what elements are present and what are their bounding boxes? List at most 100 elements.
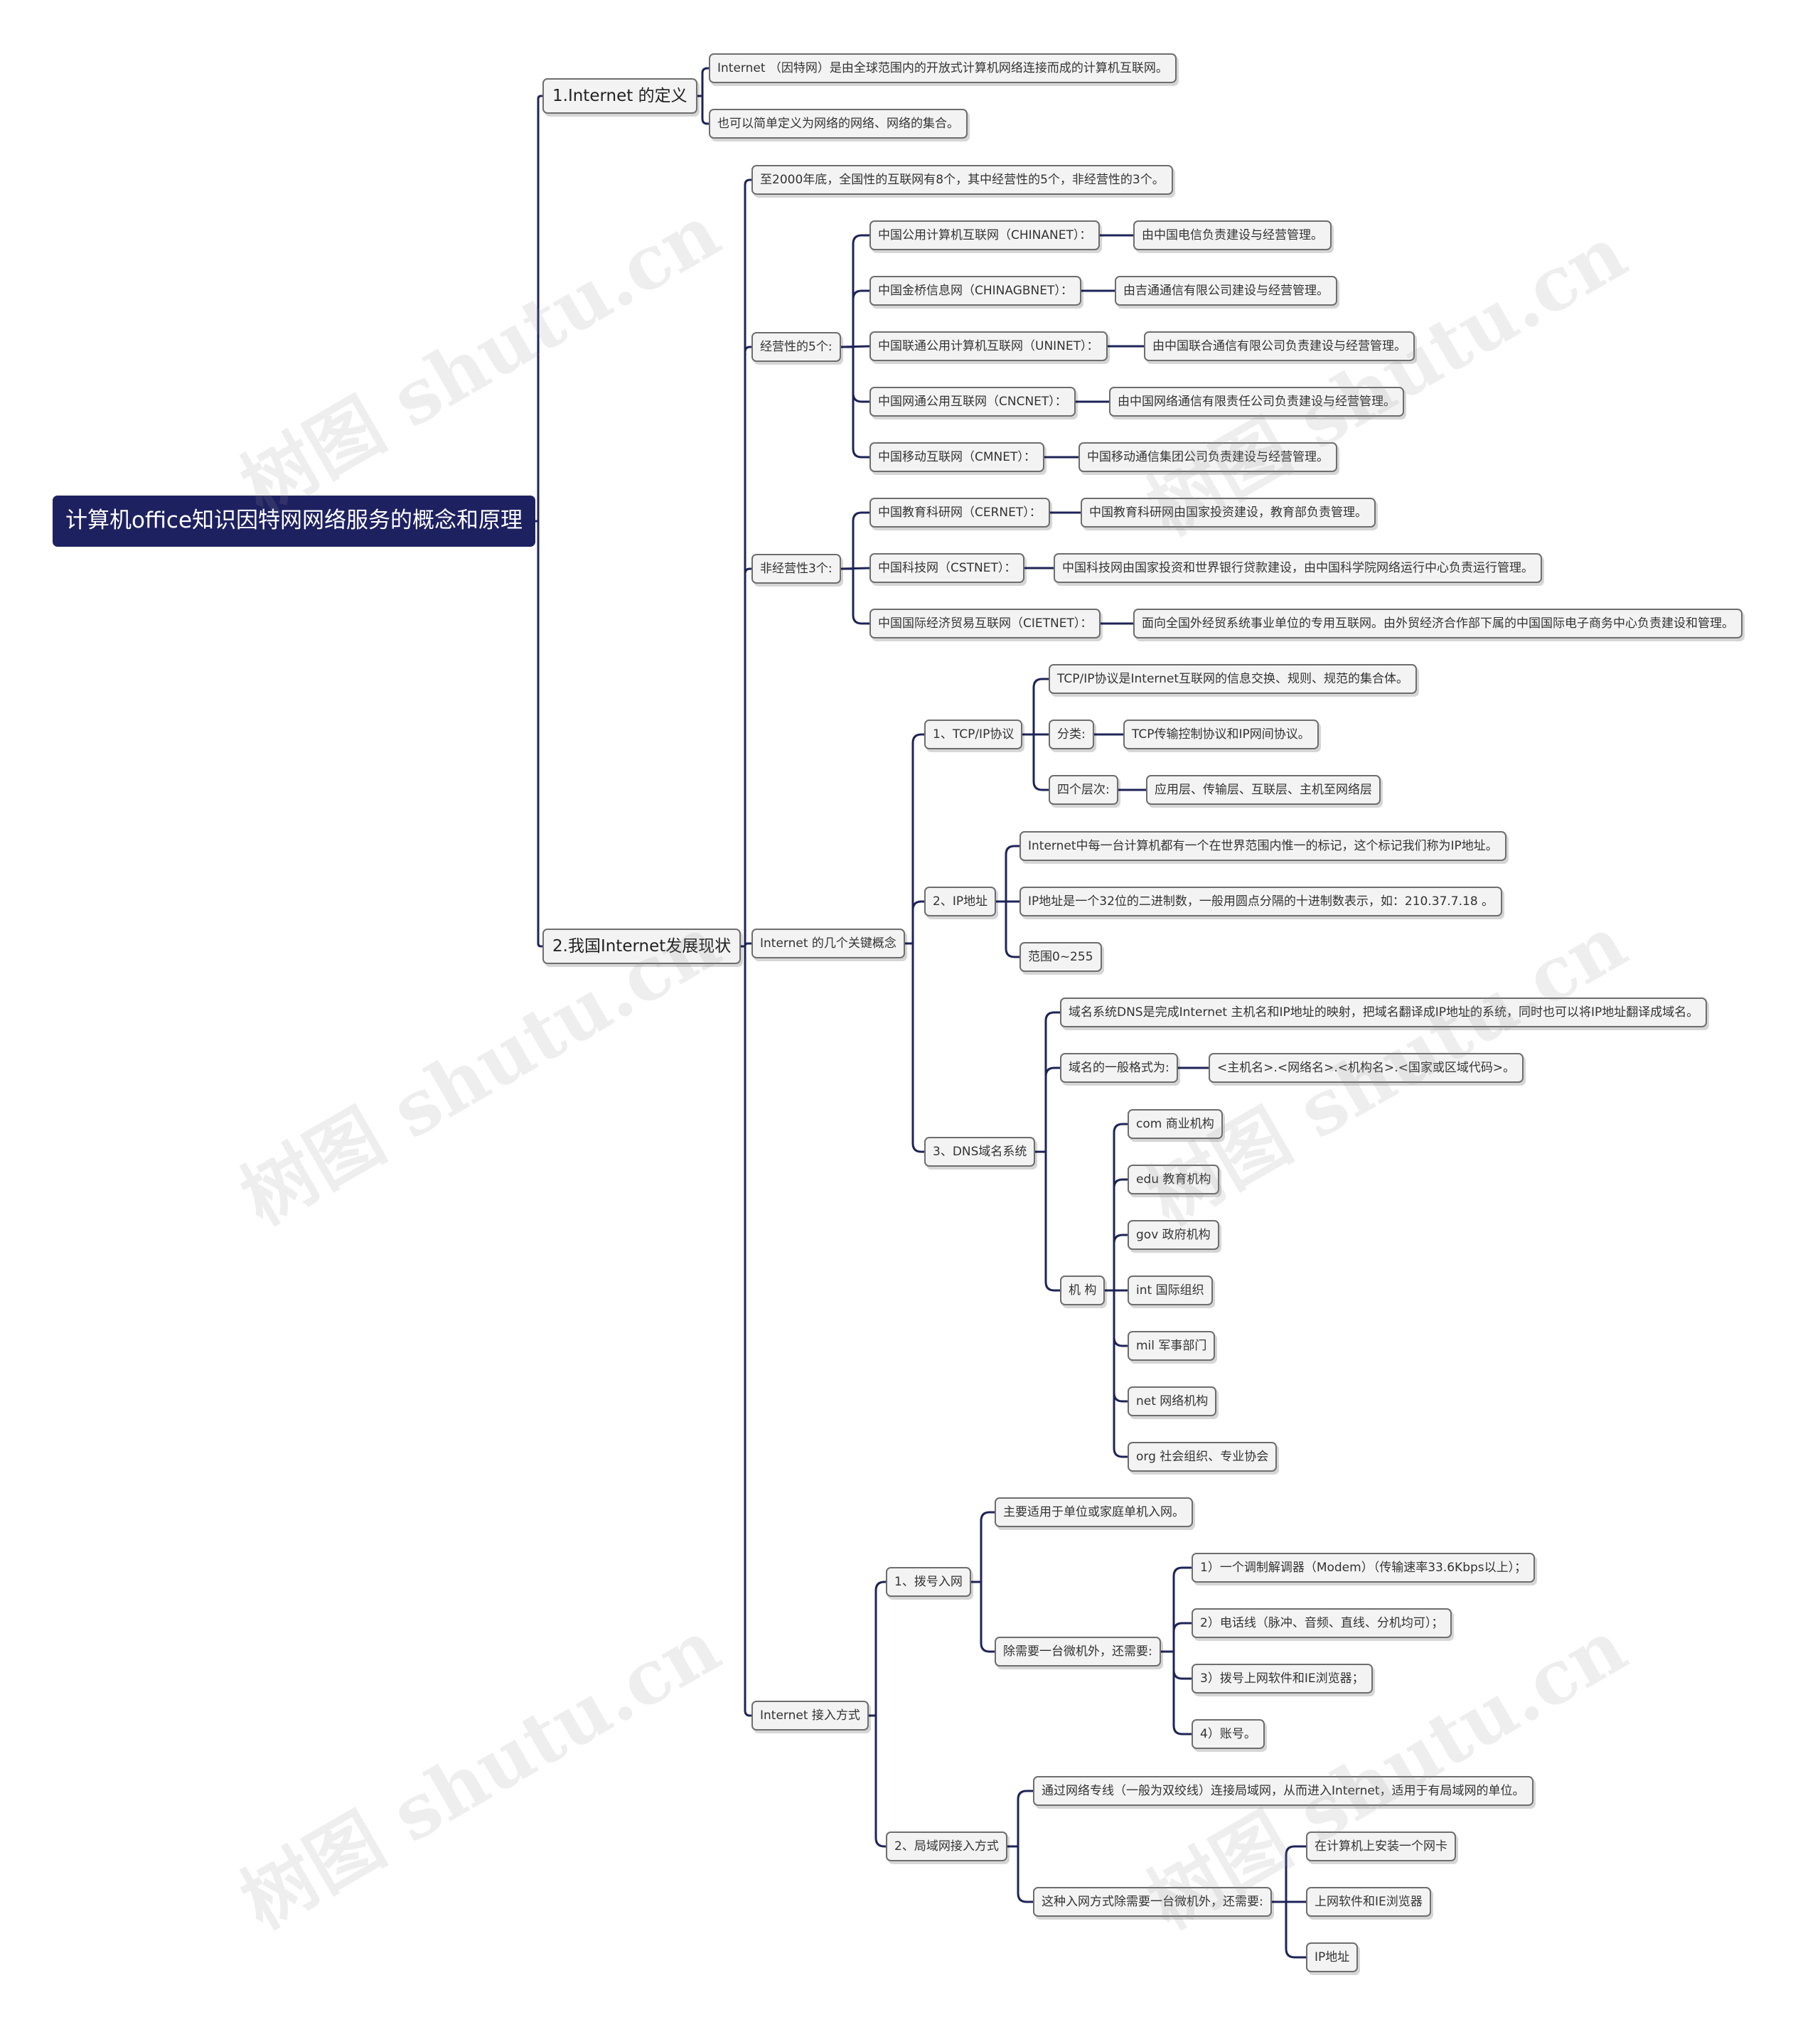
connector-line <box>741 945 751 1717</box>
connector-line <box>905 942 924 1153</box>
topic-node-tcp-ip[interactable]: TCP传输控制协议和IP网间协议。 <box>1123 720 1319 749</box>
topic-node-2-internet[interactable]: 2.我国Internet发展现状 <box>542 929 742 964</box>
connector-line <box>996 900 1019 958</box>
connector-line <box>841 567 869 625</box>
topic-node[interactable]: 主要适用于单位或家庭单机入网。 <box>995 1497 1193 1527</box>
connector-line <box>1161 1566 1192 1653</box>
connector-line <box>1161 1650 1192 1735</box>
topic-node-gov[interactable]: gov 政府机构 <box>1128 1220 1219 1250</box>
topic-node-mil[interactable]: mil 军事部门 <box>1128 1331 1216 1361</box>
topic-node-chinanet[interactable]: 中国公用计算机互联网（CHINANET）： <box>869 220 1101 250</box>
connector-line <box>1105 1178 1128 1292</box>
root-topic[interactable]: 计算机office知识因特网网络服务的概念和原理 <box>53 496 536 547</box>
watermark: 树图 shutu.cn <box>226 187 734 531</box>
topic-node-net[interactable]: net 网络机构 <box>1128 1386 1217 1416</box>
connector-line <box>741 178 751 948</box>
connector-line <box>1022 678 1049 736</box>
topic-node-0-255[interactable]: 范围0~255 <box>1019 942 1102 972</box>
topic-node-org[interactable]: org 社会组织、专业协会 <box>1128 1442 1278 1472</box>
connector-line <box>1035 1150 1060 1292</box>
topic-node-2000-8-5-3[interactable]: 至2000年底，全国性的互联网有8个，其中经营性的5个，非经营性的3个。 <box>751 165 1173 195</box>
topic-node-2[interactable]: 2）电话线（脉冲、音频、直线、分机均可）； <box>1192 1608 1452 1638</box>
topic-node-tcp-ip-internet[interactable]: TCP/IP协议是Internet互联网的信息交换、规则、规范的集合体。 <box>1049 664 1418 694</box>
connector-line <box>841 346 869 403</box>
topic-node-4[interactable]: 4）账号。 <box>1192 1719 1265 1749</box>
topic-node-internet[interactable]: Internet 的几个关键概念 <box>751 929 905 958</box>
topic-node-1-modem-33-6kbps[interactable]: 1）一个调制解调器（Modem）（传输速率33.6Kbps以上）； <box>1192 1553 1536 1583</box>
topic-node[interactable]: 由中国联合通信有限公司负责建设与经营管理。 <box>1144 331 1415 361</box>
topic-node-3-dns[interactable]: 3、DNS域名系统 <box>924 1137 1036 1167</box>
connector-line <box>905 733 924 945</box>
topic-node[interactable]: 分类: <box>1049 720 1094 749</box>
connector-line <box>741 942 751 948</box>
topic-node[interactable]: 在计算机上安装一个网卡 <box>1306 1831 1456 1861</box>
topic-node-dns-internet-ip-ip-ip[interactable]: 域名系统DNS是完成Internet 主机名和IP地址的映射，把域名翻译成IP地… <box>1060 998 1708 1027</box>
topic-node-internet[interactable]: Internet 接入方式 <box>751 1701 869 1731</box>
connector-line <box>1272 1900 1306 1959</box>
topic-node-internet[interactable]: Internet （因特网）是由全球范围内的开放式计算机网络连接而成的计算机互联… <box>709 53 1177 83</box>
connector-line <box>1105 1289 1128 1403</box>
connector-line <box>905 900 924 945</box>
connector-line <box>1035 1011 1060 1153</box>
topic-node[interactable]: 由中国电信负责建设与经营管理。 <box>1133 220 1332 250</box>
topic-node-2[interactable]: 2、局域网接入方式 <box>886 1831 1007 1861</box>
connector-line <box>996 845 1019 903</box>
topic-node-cernet[interactable]: 中国教育科研网（CERNET）： <box>869 498 1050 528</box>
connector-line <box>841 289 869 348</box>
topic-node-uninet[interactable]: 中国联通公用计算机互联网（UNINET）： <box>869 331 1108 361</box>
watermark: 树图 shutu.cn <box>226 898 734 1242</box>
connector-line <box>697 95 709 125</box>
connector-line <box>971 1581 995 1653</box>
topic-node-cncnet[interactable]: 中国网通公用互联网（CNCNET）： <box>869 387 1076 417</box>
topic-node-ie[interactable]: 上网软件和IE浏览器 <box>1306 1887 1431 1917</box>
topic-node-1-tcp-ip[interactable]: 1、TCP/IP协议 <box>924 720 1023 749</box>
connector-line <box>869 1581 886 1717</box>
connector-line <box>840 567 870 570</box>
connector-line <box>741 567 751 948</box>
topic-node-3-ie[interactable]: 3）拨号上网软件和IE浏览器； <box>1192 1664 1373 1694</box>
topic-node[interactable]: 中国教育科研网由国家投资建设，教育部负责管理。 <box>1081 498 1376 528</box>
topic-node-2-ip[interactable]: 2、IP地址 <box>924 887 997 916</box>
topic-node[interactable]: 由吉通通信有限公司建设与经营管理。 <box>1115 276 1337 306</box>
topic-node[interactable]: 除需要一台微机外，还需要: <box>995 1637 1161 1667</box>
connector-line <box>1161 1650 1192 1680</box>
topic-node[interactable]: 面向全国外经贸系统事业单位的专用互联网。由外贸经济合作部下属的中国国际电子商务中… <box>1133 609 1743 638</box>
topic-node-internet-ip[interactable]: Internet中每一台计算机都有一个在世界范围内惟一的标记，这个标记我们称为I… <box>1019 831 1506 861</box>
topic-node-1[interactable]: 1、拨号入网 <box>886 1567 971 1597</box>
topic-node[interactable]: <主机名>.<网络名>.<机构名>.<国家或区域代码>。 <box>1209 1053 1524 1083</box>
connector-line <box>1022 733 1049 791</box>
topic-node-cietnet[interactable]: 中国国际经济贸易互联网（CIETNET）： <box>869 609 1101 638</box>
topic-node[interactable]: 这种入网方式除需要一台微机外，还需要: <box>1033 1887 1272 1917</box>
connector-line <box>1105 1289 1128 1458</box>
topic-node-5[interactable]: 经营性的5个: <box>751 332 841 362</box>
connector-line <box>841 511 869 570</box>
topic-node-3[interactable]: 非经营性3个: <box>751 554 841 584</box>
topic-node[interactable]: 由中国网络通信有限责任公司负责建设与经营管理。 <box>1109 387 1404 417</box>
topic-node[interactable]: 应用层、传输层、互联层、主机至网络层 <box>1146 775 1381 805</box>
topic-node-internet[interactable]: 通过网络专线（一般为双绞线）连接局域网，从而进入Internet，适用于有局域网… <box>1033 1776 1533 1806</box>
connector-line <box>1105 1289 1128 1347</box>
connector-line <box>841 346 869 459</box>
topic-node[interactable]: 也可以简单定义为网络的网络、网络的集合。 <box>709 109 968 139</box>
connector-line <box>697 67 709 97</box>
topic-node-chinagbnet[interactable]: 中国金桥信息网（CHINAGBNET）： <box>869 276 1081 306</box>
topic-node[interactable]: 中国移动通信集团公司负责建设与经营管理。 <box>1078 442 1337 472</box>
topic-node-cstnet[interactable]: 中国科技网（CSTNET）： <box>869 553 1025 583</box>
topic-node[interactable]: 机 构 <box>1060 1275 1106 1305</box>
topic-node[interactable]: 中国科技网由国家投资和世界银行贷款建设，由中国科学院网络运行中心负责运行管理。 <box>1054 553 1542 583</box>
topic-node-cmnet[interactable]: 中国移动互联网（CMNET）： <box>869 442 1044 472</box>
connector-line <box>1105 1234 1128 1292</box>
connector-line <box>741 346 751 948</box>
connector-line <box>1007 1845 1033 1903</box>
watermark: 树图 shutu.cn <box>226 1602 734 1946</box>
topic-node-1-internet[interactable]: 1.Internet 的定义 <box>542 78 697 114</box>
topic-node-int[interactable]: int 国际组织 <box>1128 1275 1213 1305</box>
connector-line <box>841 234 869 348</box>
connector-line <box>1007 1790 1033 1848</box>
topic-node-ip-32-210-37-7-18[interactable]: IP地址是一个32位的二进制数，一般用圆点分隔的十进制数表示，如：210.37.… <box>1019 887 1503 916</box>
topic-node-edu[interactable]: edu 教育机构 <box>1128 1165 1220 1194</box>
topic-node[interactable]: 四个层次: <box>1049 775 1118 805</box>
topic-node-ip[interactable]: IP地址 <box>1306 1942 1359 1972</box>
topic-node-com[interactable]: com 商业机构 <box>1128 1109 1223 1139</box>
topic-node[interactable]: 域名的一般格式为: <box>1060 1053 1178 1083</box>
